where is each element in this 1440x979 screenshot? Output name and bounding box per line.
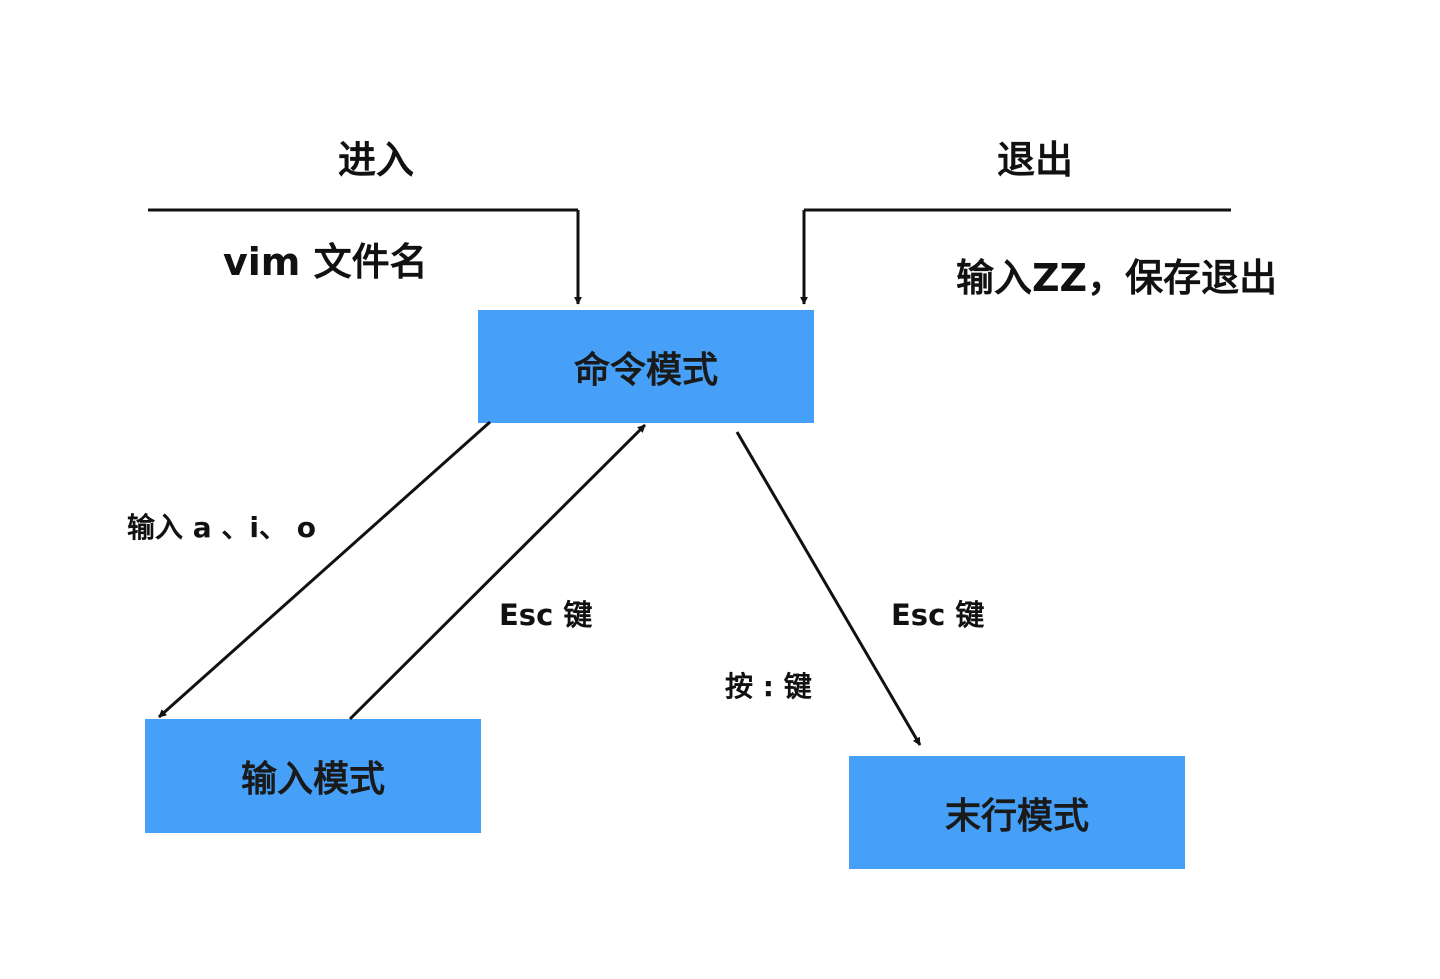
- arrow-command-to-last-line: [735, 431, 922, 746]
- insert-esc-label: Esc 键: [499, 598, 593, 632]
- arrow-insert-to-command: [348, 423, 647, 721]
- command-mode-box-shape: [478, 310, 814, 423]
- last-line-esc-label: Esc 键: [891, 598, 985, 632]
- enter-command-label: vim 文件名: [223, 240, 428, 284]
- exit-title: 退出: [997, 138, 1074, 182]
- exit-command-label: 输入ZZ，保存退出: [956, 256, 1278, 300]
- enter-title: 进入: [338, 138, 415, 182]
- insert-mode-box: 输入模式: [145, 719, 481, 833]
- to-insert-label: 输入 a 、i、 o: [127, 511, 316, 544]
- to-last-line-label: 按 : 键: [725, 670, 812, 703]
- last-line-mode-box: 末行模式: [849, 756, 1185, 869]
- insert-mode-label: 输入模式: [240, 759, 385, 800]
- insert-mode-box-shape: [145, 719, 481, 833]
- arrow-command-to-insert: [158, 420, 491, 719]
- last-line-mode-box-shape: [849, 756, 1185, 869]
- last-line-mode-label: 末行模式: [944, 795, 1089, 837]
- command-mode-box: 命令模式: [478, 310, 814, 423]
- command-mode-label: 命令模式: [573, 349, 718, 391]
